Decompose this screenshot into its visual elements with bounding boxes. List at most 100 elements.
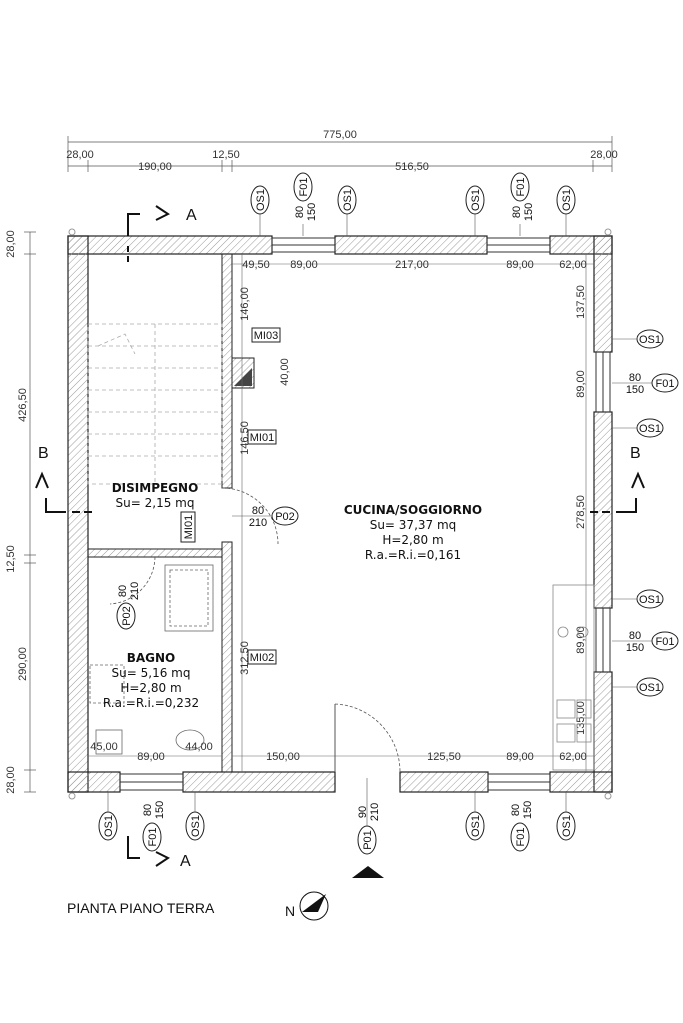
left-dim-3: 12,50 [5,545,17,573]
section-a-bottom: A [180,853,191,870]
top-dim-3: 12,50 [212,149,240,161]
tag-os1-b3: OS1 [470,815,482,837]
tag-os1-r2: OS1 [639,423,661,435]
room-ratio-cucina: R.a.=R.i.=0,161 [365,548,461,562]
room-area-bagno: Su= 5,16 mq [112,666,191,680]
tag-f01-b2: F01 [515,828,527,847]
window-h-b1: 150 [154,801,166,819]
tag-os1-r1: OS1 [639,334,661,346]
tag-f01-t2: F01 [515,178,527,197]
tag-f01-t1: F01 [298,178,310,197]
room-name-bagno: BAGNO [127,651,176,665]
chimney-flue [234,368,252,386]
room-name-disimpegno: DISIMPEGNO [112,481,199,495]
inner-top-dim-3: 217,00 [395,259,429,271]
top-dimensions [67,136,613,172]
window-w-t2: 80 [511,206,523,218]
left-dim-2: 426,50 [17,388,29,422]
corner-marks [68,228,612,800]
bottom-dim-6: 89,00 [506,751,534,763]
top-tags [250,172,576,215]
bottom-tags [98,811,576,855]
top-dim-5: 28,00 [590,149,618,161]
room-height-bagno: H=2,80 m [120,681,181,695]
window-w-t1: 80 [294,206,306,218]
bathroom-fixtures [89,564,214,755]
top-dim-1: 28,00 [66,149,94,161]
section-b-left: B [38,445,49,462]
room-ratio-bagno: R.a.=R.i.=0,232 [103,696,199,710]
right-dim-2: 89,00 [575,370,587,398]
internal-dim-1: 146,00 [239,287,251,321]
bottom-dim-7: 62,00 [559,751,587,763]
bottom-dim-5: 125,50 [427,751,461,763]
left-dimensions [24,231,36,793]
windows [119,237,611,791]
window-h-r2: 150 [626,642,644,654]
left-dim-1: 28,00 [5,230,17,258]
tag-os1-t3: OS1 [470,189,482,211]
inner-top-dim-1: 49,50 [242,259,270,271]
staircase [87,323,223,485]
top-dim-4: 516,50 [395,161,429,173]
north-arrow-icon [299,891,329,921]
mi02-box [247,649,277,665]
door-p01-h: 210 [369,803,381,821]
right-tag-leaders [612,338,652,688]
bottom-dim-3: 44,00 [185,741,213,753]
top-tag-leaders [259,214,567,236]
tag-f01-r1: F01 [656,378,675,390]
door-p02-w-1: 80 [252,505,264,517]
kitchen-counter [552,584,595,771]
inner-top-dim-2: 89,00 [290,259,318,271]
right-dim-3: 278,50 [575,495,587,529]
tag-os1-t2: OS1 [342,189,354,211]
bottom-tag-leaders [107,778,567,826]
right-dim-4: 89,00 [575,626,587,654]
drawing-title: PIANTA PIANO TERRA [67,900,215,916]
tag-os1-b1: OS1 [103,815,115,837]
north-label: N [285,903,295,919]
right-dim-1: 137,50 [575,285,587,319]
overall-dimension: 775,00 [323,129,357,141]
room-area-disimpegno: Su= 2,15 mq [116,496,195,510]
inner-top-dim-4: 89,00 [506,259,534,271]
tag-p01: P01 [362,830,374,850]
top-dim-2: 190,00 [138,161,172,173]
left-dim-4: 290,00 [17,647,29,681]
section-b-right: B [630,445,641,462]
door-p01-w: 90 [357,806,369,818]
window-w-r2: 80 [629,630,641,642]
window-h-t2: 150 [523,203,535,221]
mi03-box [251,327,281,343]
inner-dim-lines [88,254,594,772]
tag-os1-r4: OS1 [639,682,661,694]
bottom-dim-1: 45,00 [90,741,118,753]
section-marks [35,205,645,867]
window-h-b2: 150 [522,801,534,819]
window-w-b2: 80 [510,804,522,816]
inner-top-dim-5: 62,00 [559,259,587,271]
window-w-r1: 80 [629,372,641,384]
tag-mi01: MI01 [250,432,274,444]
window-h-r1: 150 [626,384,644,396]
bottom-dim-4: 150,00 [266,751,300,763]
doors [109,487,401,773]
room-height-cucina: H=2,80 m [382,533,443,547]
tag-f01-b1: F01 [147,828,159,847]
entrance-arrow-icon [352,866,384,878]
window-h-t1: 150 [306,203,318,221]
room-name-cucina: CUCINA/SOGGIORNO [344,503,482,517]
section-a-top: A [186,207,197,224]
tag-os1-t1: OS1 [255,189,267,211]
tag-f01-r2: F01 [656,636,675,648]
tag-mi01-vertical: MI01 [183,515,195,539]
tag-mi02: MI02 [250,652,274,664]
tag-os1-r3: OS1 [639,594,661,606]
door-p02-h-2: 210 [129,582,141,600]
tag-os1-b2: OS1 [190,815,202,837]
p02-circle-2 [116,602,136,630]
tag-os1-b4: OS1 [561,815,573,837]
mi01-box [247,429,277,445]
